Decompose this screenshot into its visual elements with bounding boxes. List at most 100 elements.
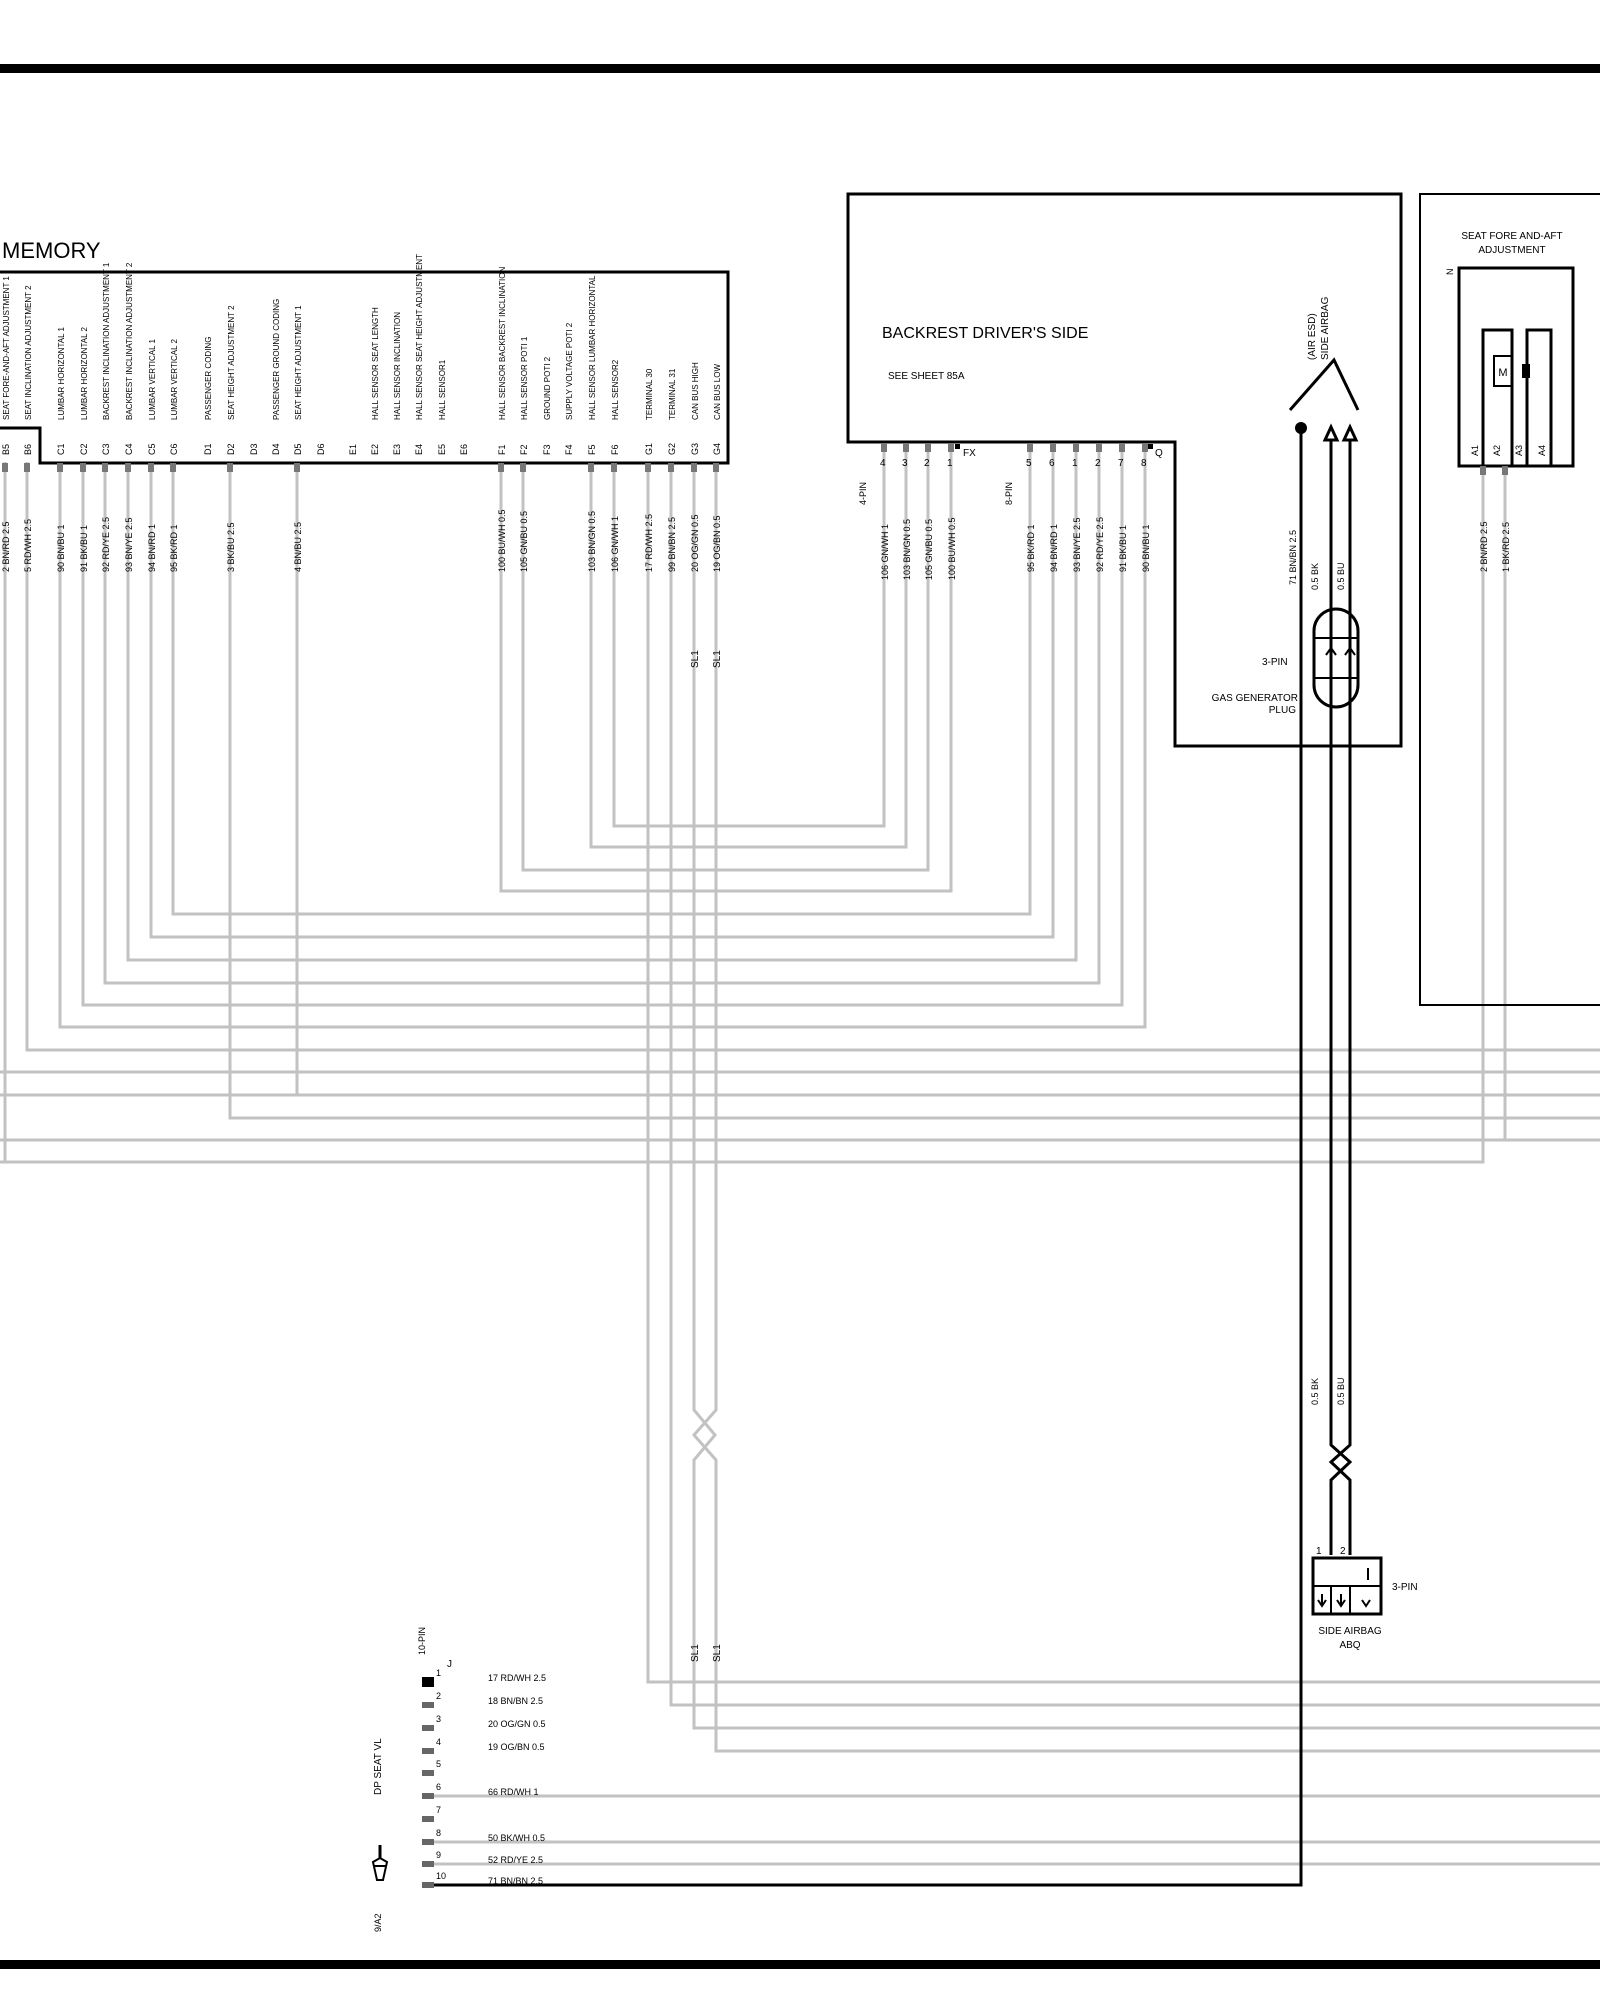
wire-5-rd-wh — [25, 462, 1600, 1052]
dp-connector-icon — [371, 1856, 389, 1881]
plug-pin-count: 3-PIN — [1262, 657, 1288, 668]
dp-pin-number: 4 — [436, 1737, 441, 1747]
memory-pin-id: E3 — [392, 444, 402, 455]
memory-pin-terminal — [148, 463, 154, 472]
backrest-module: BACKREST DRIVER'S SIDE SEE SHEET 85A 410… — [846, 192, 1403, 748]
memory-wire-label: 2 BN/RD 2.5 — [1, 521, 11, 572]
memory-wire-label: 99 BN/BN 2.5 — [667, 517, 677, 572]
memory-pin-id: D2 — [226, 443, 236, 455]
q-marker — [1148, 444, 1153, 449]
memory-wire-label: 103 BN/GN 0.5 — [587, 511, 597, 572]
dp-pin-terminal — [422, 1861, 434, 1867]
wire-95-bk-rd — [171, 452, 1032, 916]
shield-labels: SL1 SL1 SL1 SL1 — [690, 650, 723, 1662]
memory-pin-id: F6 — [610, 444, 620, 455]
wire-91-bk-bu — [81, 452, 1124, 1007]
dp-wire-label: 18 BN/BN 2.5 — [488, 1696, 543, 1706]
seat-fore-aft-label-1: SEAT FORE AND-AFT — [1461, 231, 1562, 242]
q-pin-number: 2 — [1095, 458, 1101, 469]
memory-pin-id: C3 — [101, 443, 111, 455]
memory-pin-label: LUMBAR HORIZONTAL 1 — [57, 327, 66, 420]
fx-wire-label: 105 GN/BU 0.5 — [924, 519, 934, 580]
memory-pin-label: PASSENGER GROUND CODING — [272, 299, 281, 420]
dp-pin-number: 2 — [436, 1691, 441, 1701]
dp-pin-terminal — [422, 1839, 434, 1845]
memory-pin-label: GROUND POTI 2 — [543, 356, 552, 420]
dp-pin-terminal — [422, 1770, 434, 1776]
wire-2-bn-rd — [3, 462, 1485, 1164]
dp-ref: 9/A2 — [373, 1913, 383, 1932]
memory-pin-label: SUPPLY VOLTAGE POTI 2 — [565, 322, 574, 420]
memory-pin-terminal — [24, 463, 30, 472]
sl1-label: SL1 — [690, 1644, 701, 1662]
motor-sensor-icon — [1522, 364, 1530, 378]
dp-seat-label: DP SEAT VL — [373, 1738, 384, 1795]
wire-3-bk-bu — [228, 462, 1600, 1120]
sl1-label: SL1 — [712, 1644, 723, 1662]
top-border — [0, 64, 1600, 73]
memory-pin-label: HALL SENSOR LUMBAR HORIZONTAL — [588, 275, 597, 420]
airbag-terminal-dot — [1295, 422, 1307, 434]
airbag-esd: (AIR ESD) SIDE AIRBAG 71 BN/BN 2.5 0.5 B… — [432, 296, 1360, 1887]
memory-pin-id: G3 — [690, 443, 700, 455]
memory-wire-label: 90 BN/BU 1 — [56, 524, 66, 572]
backrest-title: BACKREST DRIVER'S SIDE — [882, 325, 1088, 342]
dp-pin-number: 7 — [436, 1805, 441, 1815]
plug-label-1: GAS GENERATOR — [1212, 693, 1298, 704]
memory-pin-label: HALL SENSOR SEAT LENGTH — [371, 307, 380, 420]
grey-wire-harness — [0, 452, 1600, 1866]
dp-pin-number: 1 — [436, 1668, 441, 1678]
wire-bu-label: 0.5 BU — [1336, 562, 1346, 590]
airbag-esd-chevron — [1288, 357, 1360, 411]
memory-pin-id: C5 — [147, 443, 157, 455]
wire-106-gn-wh — [612, 452, 886, 828]
memory-pin-id: F3 — [542, 444, 552, 455]
dp-pin-terminal — [422, 1748, 434, 1754]
wire-71-bn-bn — [432, 452, 1303, 1887]
memory-pin-terminal — [520, 463, 526, 472]
memory-pin-label: HALL SENSOR1 — [438, 359, 447, 420]
memory-pin-id: F5 — [587, 444, 597, 455]
seat-fore-aft-pin: A2 — [1492, 445, 1502, 456]
seat-motor-box — [1457, 266, 1575, 468]
q-pin-terminal — [1119, 443, 1125, 452]
q-pin-number: 5 — [1026, 458, 1032, 469]
motor-label: M — [1498, 367, 1507, 379]
memory-pin-label: CAN BUS LOW — [713, 364, 722, 420]
dp-j-label: J — [447, 1659, 452, 1670]
memory-wire-label: 93 BN/YE 2.5 — [124, 517, 134, 572]
memory-pin-label: HALL SENSOR INCLINATION — [393, 312, 402, 420]
seat-fore-aft-pin: A3 — [1514, 445, 1524, 456]
dp-wire-label: 17 RD/WH 2.5 — [488, 1673, 546, 1683]
memory-pin-terminal — [102, 463, 108, 472]
memory-pin-id: F4 — [564, 444, 574, 455]
memory-pin-id: F2 — [519, 444, 529, 455]
memory-pin-id: E2 — [370, 444, 380, 455]
wire-103-bn-gn — [589, 452, 908, 849]
memory-pin-label: SEAT HEIGHT ADJUSTMENT 2 — [227, 305, 236, 420]
seat-fore-aft-wire-label: 2 BN/RD 2.5 — [1479, 521, 1489, 572]
sl1-label: SL1 — [690, 650, 701, 668]
gas-generator-plug-lines — [1315, 637, 1357, 679]
fx-wire-label: 100 BU/WH 0.5 — [947, 517, 957, 580]
memory-pin-id: C4 — [124, 443, 134, 455]
dp-pin-terminal — [422, 1677, 434, 1687]
memory-title: MEMORY — [2, 238, 101, 263]
wire-bk-label: 0.5 BK — [1310, 563, 1320, 590]
lower-bu-label: 0.5 BU — [1336, 1377, 1346, 1405]
side-airbag-pin-2: 2 — [1340, 1546, 1346, 1557]
airbag-esd-label-1: (AIR ESD) — [1307, 313, 1318, 360]
memory-wire-label: 5 RD/WH 2.5 — [23, 519, 33, 572]
q-pin-terminal — [1050, 443, 1056, 452]
q-pin-terminal — [1096, 443, 1102, 452]
airbag-esd-label-2: SIDE AIRBAG — [1320, 296, 1331, 360]
fx-pin-terminal — [948, 443, 954, 452]
memory-pin-label: HALL SENSOR POTI 1 — [520, 336, 529, 420]
fx-pin-number: 4 — [880, 458, 886, 469]
fx-pin-terminal — [881, 443, 887, 452]
